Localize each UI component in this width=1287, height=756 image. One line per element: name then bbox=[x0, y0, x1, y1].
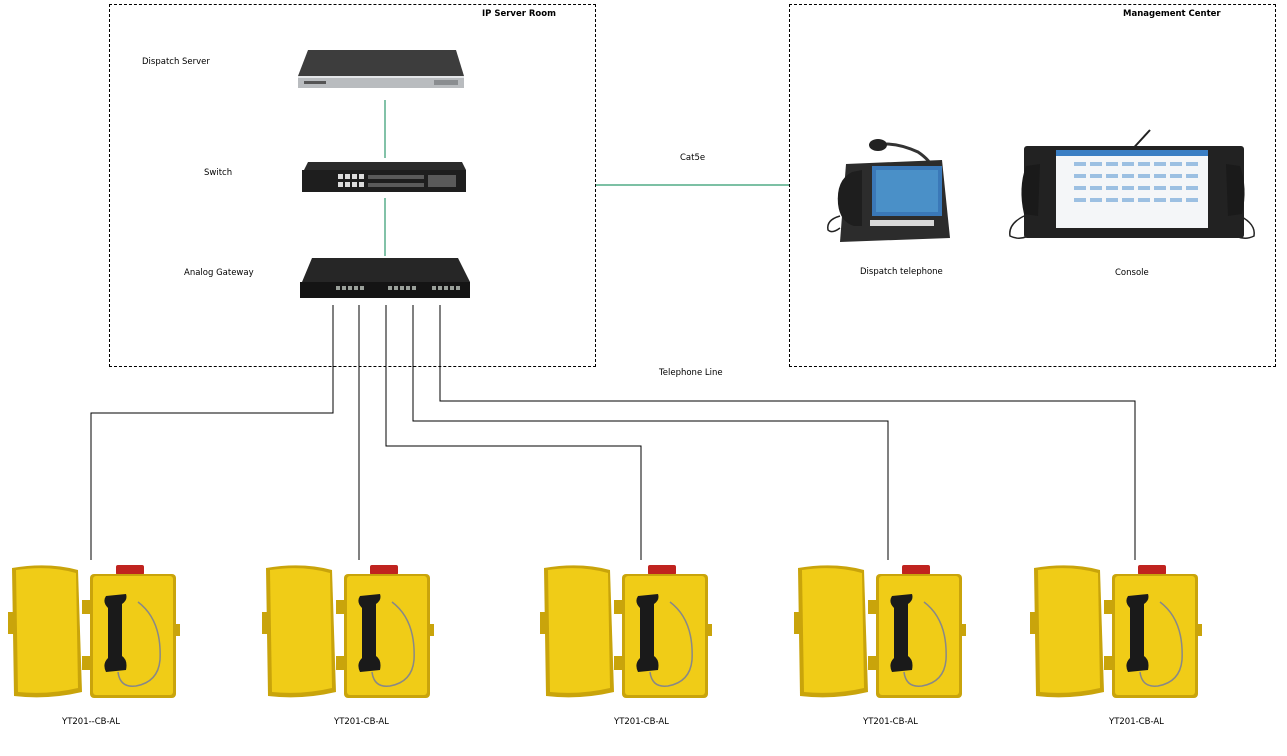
weatherproof-telephone-icon bbox=[1030, 565, 1202, 698]
analog-gateway-icon bbox=[300, 258, 470, 298]
management-center-zone bbox=[789, 4, 1276, 367]
ip-server-room-title: IP Server Room bbox=[482, 9, 556, 19]
analog-gateway-label: Analog Gateway bbox=[184, 268, 254, 278]
weatherproof-telephone bbox=[262, 560, 434, 711]
dispatch-server-icon bbox=[298, 50, 464, 88]
telephone-model-label: YT201-CB-AL bbox=[334, 717, 389, 727]
switch-label: Switch bbox=[204, 168, 233, 178]
management-center-title: Management Center bbox=[1123, 9, 1221, 19]
weatherproof-telephone-icon bbox=[8, 565, 180, 698]
console-icon bbox=[1009, 129, 1255, 239]
dispatch-telephone-icon bbox=[827, 139, 950, 242]
network-links bbox=[384, 100, 789, 256]
weatherproof-telephone bbox=[1030, 560, 1202, 711]
weatherproof-telephone-icon bbox=[540, 565, 712, 698]
weatherproof-telephone-icon bbox=[794, 565, 966, 698]
telephone-model-label: YT201-CB-AL bbox=[614, 717, 669, 727]
dispatch-server-label: Dispatch Server bbox=[142, 57, 210, 67]
console-label: Console bbox=[1115, 268, 1149, 278]
dispatch-telephone-label: Dispatch telephone bbox=[860, 267, 943, 277]
switch-icon bbox=[302, 162, 466, 192]
telephone-line-label: Telephone Line bbox=[659, 368, 723, 378]
telephone-lines bbox=[90, 305, 1136, 560]
telephone-model-label: YT201--CB-AL bbox=[62, 717, 120, 727]
telephone-model-label: YT201-CB-AL bbox=[1109, 717, 1164, 727]
cat5e-label: Cat5e bbox=[680, 153, 706, 163]
telephone-model-label: YT201-CB-AL bbox=[863, 717, 918, 727]
weatherproof-telephone bbox=[794, 560, 966, 711]
weatherproof-telephone-icon bbox=[262, 565, 434, 698]
weatherproof-telephone bbox=[8, 560, 180, 711]
ip-server-room-zone bbox=[109, 4, 596, 367]
weatherproof-telephone bbox=[540, 560, 712, 711]
